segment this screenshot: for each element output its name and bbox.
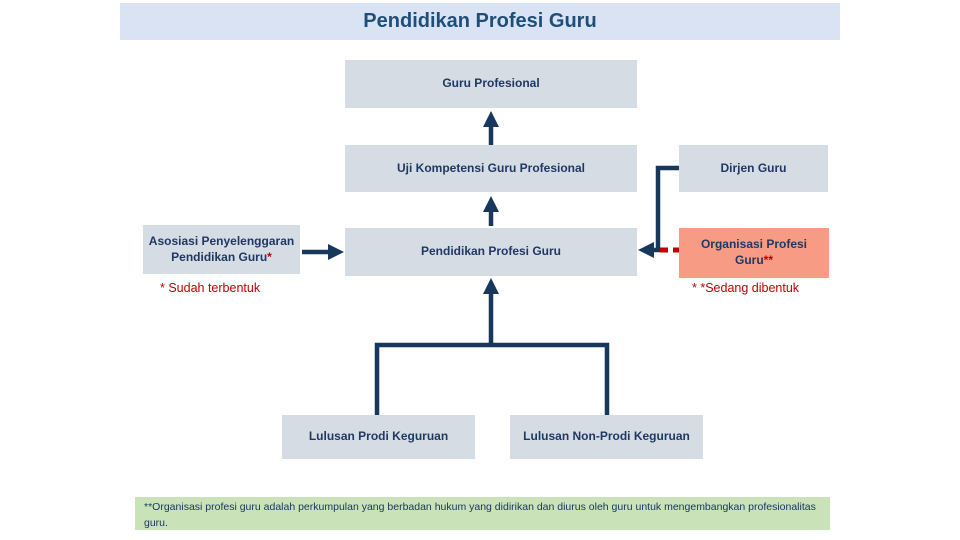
node-label: Pendidikan Profesi Guru: [420, 244, 562, 259]
node-label: Dirjen Guru: [720, 160, 787, 175]
note-sedang-dibentuk: * *Sedang dibentuk: [692, 281, 800, 295]
arrow-asosiasi-to-ppg: [302, 244, 344, 260]
arrow-ppg-to-uji: [483, 196, 499, 226]
node-label: Uji Kompetensi Guru Profesional: [396, 160, 586, 175]
branch-line: [374, 342, 610, 415]
arrow-branch-to-ppg: [483, 278, 499, 345]
node-label: Guru Profesional: [442, 76, 540, 91]
footnote-marker: **: [763, 253, 773, 267]
arrow-dirjen-to-ppg: [638, 165, 679, 258]
node-lulusan-non-prodi-keguruan: Lulusan Non-Prodi Keguruan: [510, 415, 703, 459]
node-organisasi-profesi-guru: Organisasi Profesi Guru**: [679, 228, 829, 278]
node-asosiasi-penyelenggara: Asosiasi Penyelenggaran Pendidikan Guru*: [143, 225, 300, 274]
footnote-marker: *: [267, 249, 272, 264]
node-dirjen-guru: Dirjen Guru: [679, 145, 828, 192]
node-label: Organisasi Profesi Guru**: [700, 237, 808, 267]
node-label: Lulusan Non-Prodi Keguruan: [523, 429, 690, 444]
note-sudah-terbentuk: * Sudah terbentuk: [160, 281, 261, 295]
node-uji-kompetensi: Uji Kompetensi Guru Profesional: [345, 145, 637, 192]
node-lulusan-prodi-keguruan: Lulusan Prodi Keguruan: [282, 415, 475, 459]
footnote-definition: **Organisasi profesi guru adalah perkump…: [135, 497, 830, 530]
page-title: Pendidikan Profesi Guru: [120, 3, 840, 40]
node-label: Lulusan Prodi Keguruan: [308, 429, 449, 444]
arrow-uji-to-guru: [483, 111, 499, 146]
node-label: Asosiasi Penyelenggaran Pendidikan Guru*: [148, 233, 295, 264]
node-pendidikan-profesi-guru: Pendidikan Profesi Guru: [345, 228, 637, 276]
node-guru-profesional: Guru Profesional: [345, 60, 637, 108]
